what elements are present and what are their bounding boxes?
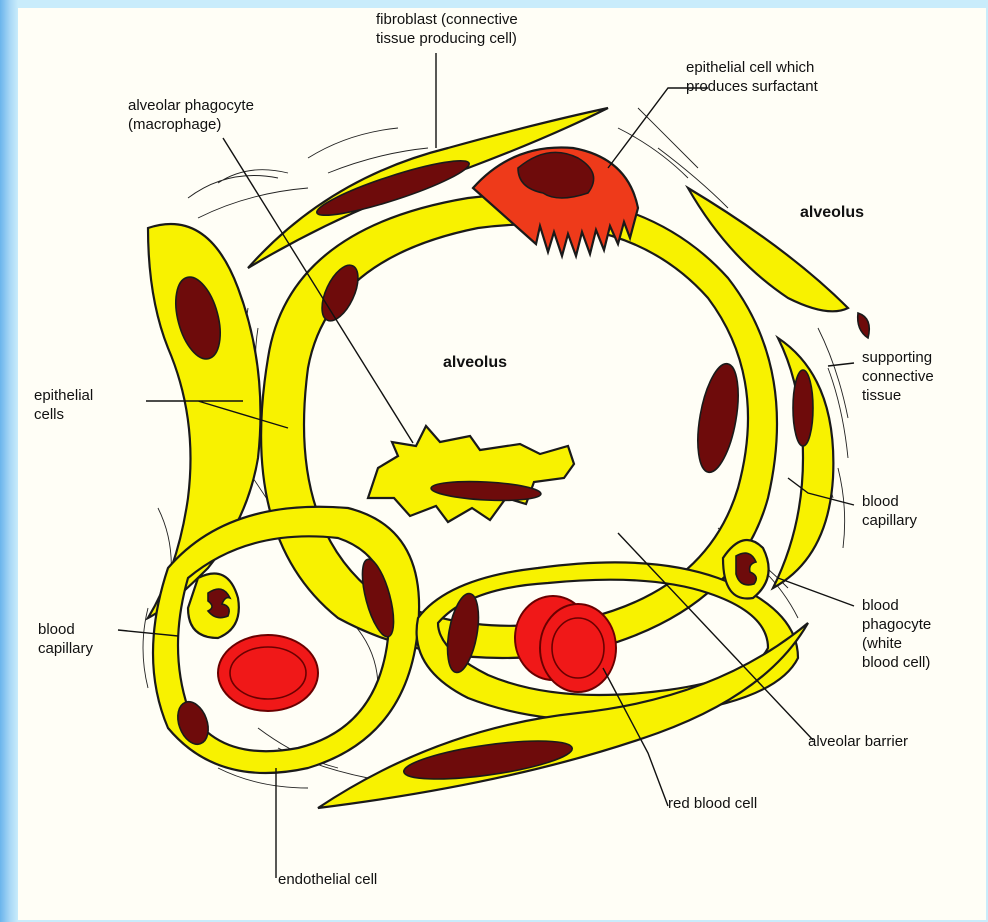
- label-supporting-tissue: supporting connective tissue: [862, 348, 934, 405]
- label-red-blood-cell: red blood cell: [668, 794, 757, 813]
- label-fibroblast: fibroblast (connective tissue producing …: [376, 10, 518, 48]
- surfactant-cell: [473, 148, 638, 257]
- label-blood-phagocyte: blood phagocyte (white blood cell): [862, 596, 931, 672]
- alveolus-illustration: [18, 8, 986, 920]
- alveolus-diagram: fibroblast (connective tissue producing …: [18, 8, 986, 920]
- bottom-red-blood-cell: [515, 596, 616, 692]
- label-epithelial-surfactant: epithelial cell which produces surfactan…: [686, 58, 818, 96]
- label-alveolus-right: alveolus: [800, 203, 864, 222]
- label-epithelial-cells: epithelial cells: [34, 386, 93, 424]
- alveolar-macrophage: [368, 426, 574, 522]
- right-edge-nucleus: [858, 313, 870, 338]
- left-red-blood-cell: [218, 635, 318, 711]
- label-alveolus-center: alveolus: [443, 353, 507, 372]
- label-alveolar-phagocyte: alveolar phagocyte (macrophage): [128, 96, 254, 134]
- label-blood-capillary-left: blood capillary: [38, 620, 93, 658]
- label-alveolar-barrier: alveolar barrier: [808, 732, 908, 751]
- wall-nucleus-right: [691, 361, 746, 476]
- right-cell-nucleus: [793, 370, 813, 446]
- label-blood-capillary-right: blood capillary: [862, 492, 917, 530]
- label-endothelial-cell: endothelial cell: [278, 870, 377, 889]
